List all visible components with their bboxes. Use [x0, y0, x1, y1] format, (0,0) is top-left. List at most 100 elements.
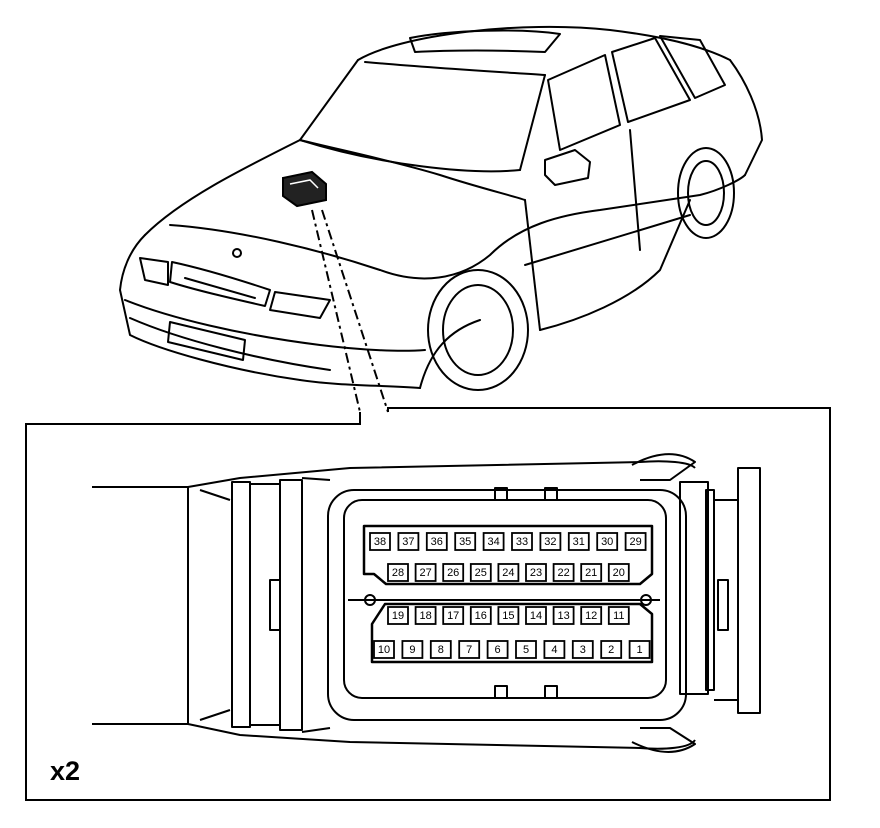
pin-number: 21 [585, 567, 597, 579]
pin-cavity: 22 [552, 563, 575, 582]
pin-cavity: 26 [442, 563, 465, 582]
pin-box [580, 563, 603, 582]
pin-box [607, 563, 630, 582]
pin-number: 34 [487, 536, 499, 548]
pin-cavity: 16 [469, 606, 492, 625]
pin-number: 36 [431, 536, 443, 548]
pin-number: 18 [419, 610, 431, 622]
pin-box [482, 532, 505, 551]
pin-box [580, 606, 603, 625]
pin-cavity: 25 [469, 563, 492, 582]
pin-box [442, 563, 465, 582]
pin-number: 5 [523, 644, 529, 656]
pin-cavity: 8 [429, 640, 452, 659]
pin-number: 25 [475, 567, 487, 579]
pin-box [525, 606, 547, 625]
pin-cavity: 31 [567, 532, 590, 551]
pin-box [497, 606, 520, 625]
pin-cavity: 13 [552, 606, 575, 625]
pin-number: 24 [502, 567, 514, 579]
pin-cavity: 1 [628, 640, 651, 659]
pin-cavity: 9 [401, 640, 424, 659]
pin-box [387, 606, 409, 625]
pin-cavity: 36 [425, 532, 448, 551]
pin-box [567, 532, 590, 551]
pin-cavity: 32 [539, 532, 562, 551]
pin-cavity: 19 [387, 606, 409, 625]
pin-box [607, 606, 630, 625]
pin-box [600, 640, 623, 659]
pin-box [486, 640, 509, 659]
pin-number: 33 [516, 536, 528, 548]
pin-box [454, 532, 477, 551]
pin-box [387, 563, 409, 582]
pin-cavity: 5 [515, 640, 537, 659]
pin-box [596, 532, 619, 551]
pin-number: 38 [374, 536, 386, 548]
pin-box [628, 640, 651, 659]
pin-cavity: 11 [607, 606, 630, 625]
pin-box [414, 563, 437, 582]
pin-box [458, 640, 481, 659]
pin-box [401, 640, 424, 659]
pin-number: 20 [613, 567, 625, 579]
pin-box [515, 640, 537, 659]
pin-box [571, 640, 594, 659]
pin-number: 30 [601, 536, 613, 548]
quantity-label: x2 [50, 756, 80, 786]
connector-location-icon [282, 170, 389, 413]
pin-number: 26 [447, 567, 459, 579]
pin-cavity: 38 [369, 532, 391, 551]
pin-cavity: 20 [607, 563, 630, 582]
pin-cavity: 27 [414, 563, 437, 582]
pin-number: 16 [475, 610, 487, 622]
pin-number: 27 [419, 567, 431, 579]
pin-box [373, 640, 395, 659]
pin-box [425, 532, 448, 551]
pin-cavity: 29 [624, 532, 647, 551]
pin-cavity: 12 [580, 606, 603, 625]
pin-number: 7 [466, 644, 472, 656]
pin-number: 29 [629, 536, 641, 548]
pin-cavity: 18 [414, 606, 437, 625]
pin-number: 12 [585, 610, 597, 622]
pin-cavity: 2 [600, 640, 623, 659]
pin-number: 35 [459, 536, 471, 548]
pin-cavity: 28 [387, 563, 409, 582]
pin-box [539, 532, 562, 551]
pin-box [429, 640, 452, 659]
pin-cavity: 15 [497, 606, 520, 625]
pin-number: 15 [502, 610, 514, 622]
pin-box [543, 640, 566, 659]
pin-number: 22 [557, 567, 569, 579]
pin-number: 17 [447, 610, 459, 622]
pin-cavity: 24 [497, 563, 520, 582]
pin-cavity: 34 [482, 532, 505, 551]
pin-number: 28 [392, 567, 404, 579]
pin-cavity: 23 [525, 563, 547, 582]
pin-number: 9 [409, 644, 415, 656]
pin-cavity: 3 [571, 640, 594, 659]
pin-box [414, 606, 437, 625]
pin-number: 8 [438, 644, 444, 656]
pin-number: 1 [637, 644, 643, 656]
pin-number: 13 [557, 610, 569, 622]
pin-number: 37 [402, 536, 414, 548]
pin-cavity: 37 [397, 532, 420, 551]
pin-box [624, 532, 647, 551]
pin-cavity: 35 [454, 532, 477, 551]
pin-box [511, 532, 533, 551]
pin-cavity: 17 [442, 606, 465, 625]
pin-number: 14 [530, 610, 542, 622]
pin-cavity: 6 [486, 640, 509, 659]
pin-cavity: 4 [543, 640, 566, 659]
pin-box [469, 563, 492, 582]
detail-frame [25, 407, 831, 801]
pin-cavity: 10 [373, 640, 395, 659]
pin-box [497, 563, 520, 582]
pin-cavity: 33 [511, 532, 533, 551]
pin-box [397, 532, 420, 551]
pin-number: 2 [608, 644, 614, 656]
